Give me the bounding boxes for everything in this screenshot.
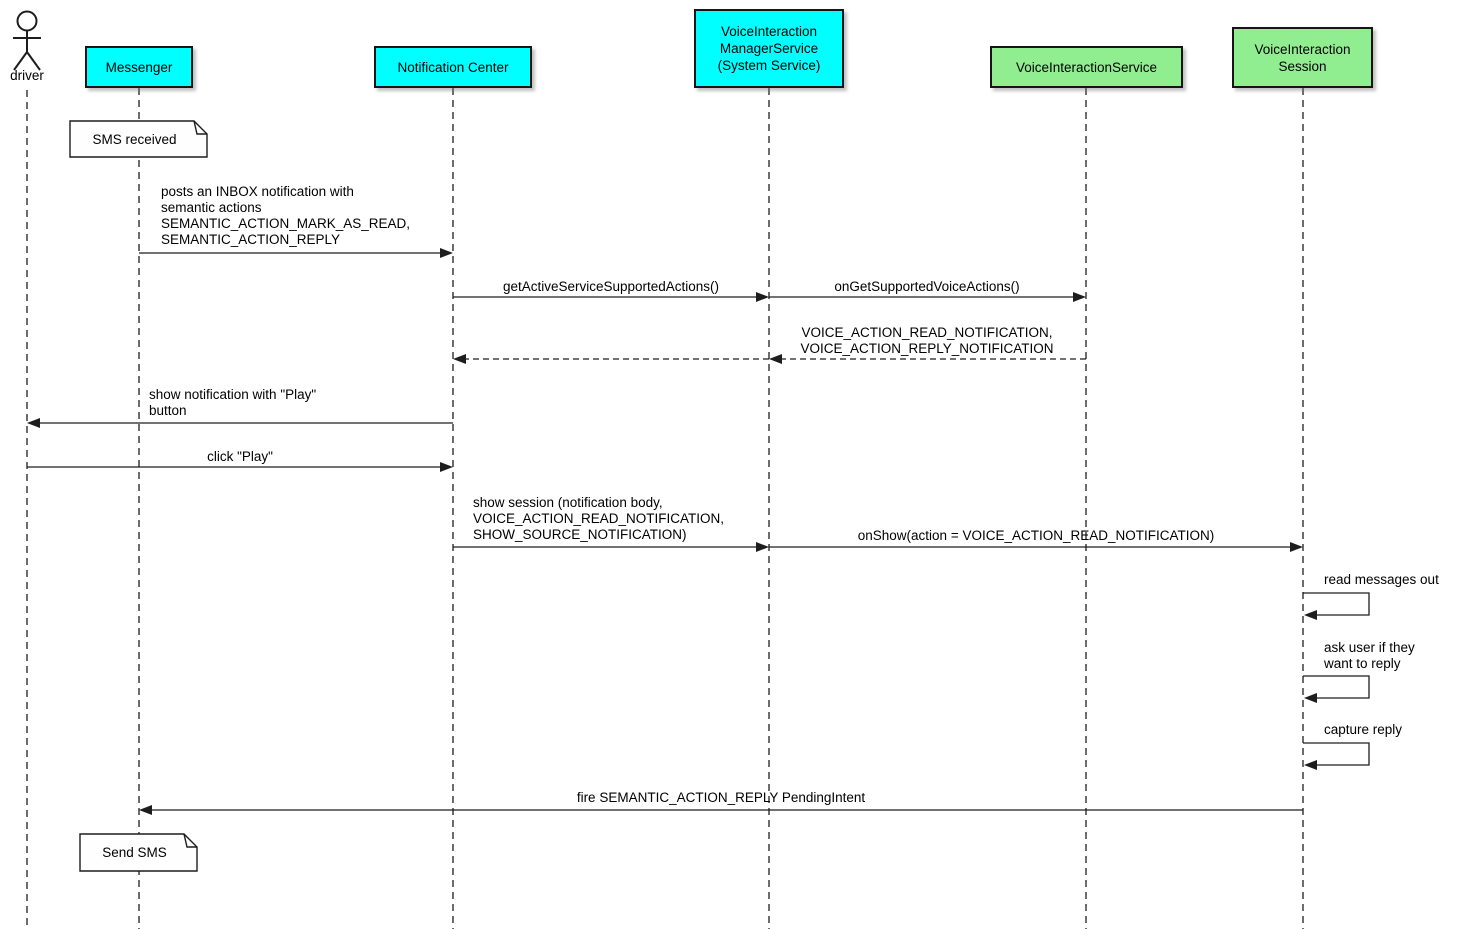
message-arrowhead-6 — [440, 462, 453, 472]
actor-right-leg — [26, 51, 41, 71]
actor-left-leg — [13, 51, 28, 71]
message-label-posts-inbox-notification: posts an INBOX notification with semanti… — [161, 184, 411, 247]
self-message-line-10 — [1303, 675, 1370, 699]
message-label-on-show-action: onShow(action = VOICE_ACTION_READ_NOTIFI… — [857, 528, 1215, 543]
note-shape-0 — [69, 120, 208, 158]
message-label-click-play: click "Play" — [207, 449, 273, 464]
message-arrowhead-0 — [440, 248, 453, 258]
self-message-line-9 — [1303, 592, 1370, 616]
note-send-sms: Send SMS — [102, 845, 167, 860]
note-shape-1 — [79, 833, 198, 872]
message-label-show-session: show session (notification body, VOICE_A… — [473, 495, 725, 542]
note-sms-received: SMS received — [92, 131, 177, 147]
message-arrowhead-12 — [139, 805, 152, 815]
message-label-read-messages-out: read messages out — [1324, 572, 1439, 587]
message-arrowhead-1 — [756, 292, 769, 302]
driver-actor-icon — [13, 10, 41, 71]
message-label-ask-user-reply: ask user if they want to reply — [1324, 640, 1415, 671]
message-arrowhead-3 — [769, 354, 782, 364]
actor-head — [16, 10, 38, 32]
actor-label-driver: driver — [10, 68, 44, 83]
self-message-arrowhead-10 — [1304, 693, 1317, 703]
participant-voice-interaction-session: VoiceInteraction Session — [1232, 27, 1373, 88]
self-message-arrowhead-9 — [1304, 610, 1317, 620]
message-label-get-active-service-supported-actions: getActiveServiceSupportedActions() — [502, 279, 720, 294]
message-label-capture-reply: capture reply — [1324, 722, 1403, 737]
message-label-voice-actions-return: VOICE_ACTION_READ_NOTIFICATION, VOICE_AC… — [800, 325, 1054, 356]
self-message-arrowhead-11 — [1304, 760, 1317, 770]
message-label-on-get-supported-voice-actions: onGetSupportedVoiceActions() — [834, 279, 1020, 294]
participant-messenger: Messenger — [85, 46, 193, 88]
message-label-fire-semantic-action-reply: fire SEMANTIC_ACTION_REPLY PendingIntent — [576, 790, 866, 805]
note-fold-0 — [193, 120, 207, 135]
message-arrowhead-8 — [1290, 542, 1303, 552]
message-label-show-notification-play-button: show notification with "Play" button — [149, 387, 317, 418]
message-arrowhead-2 — [1073, 292, 1086, 302]
self-message-line-11 — [1303, 742, 1370, 766]
message-arrowhead-7 — [756, 542, 769, 552]
note-fold-1 — [183, 833, 197, 848]
participant-voice-interaction-service: VoiceInteractionService — [990, 46, 1183, 88]
message-arrowhead-5 — [27, 418, 40, 428]
message-arrowhead-4 — [453, 354, 466, 364]
participant-notification-center: Notification Center — [374, 46, 532, 88]
participant-voice-interaction-manager-service: VoiceInteraction ManagerService (System … — [694, 9, 844, 88]
